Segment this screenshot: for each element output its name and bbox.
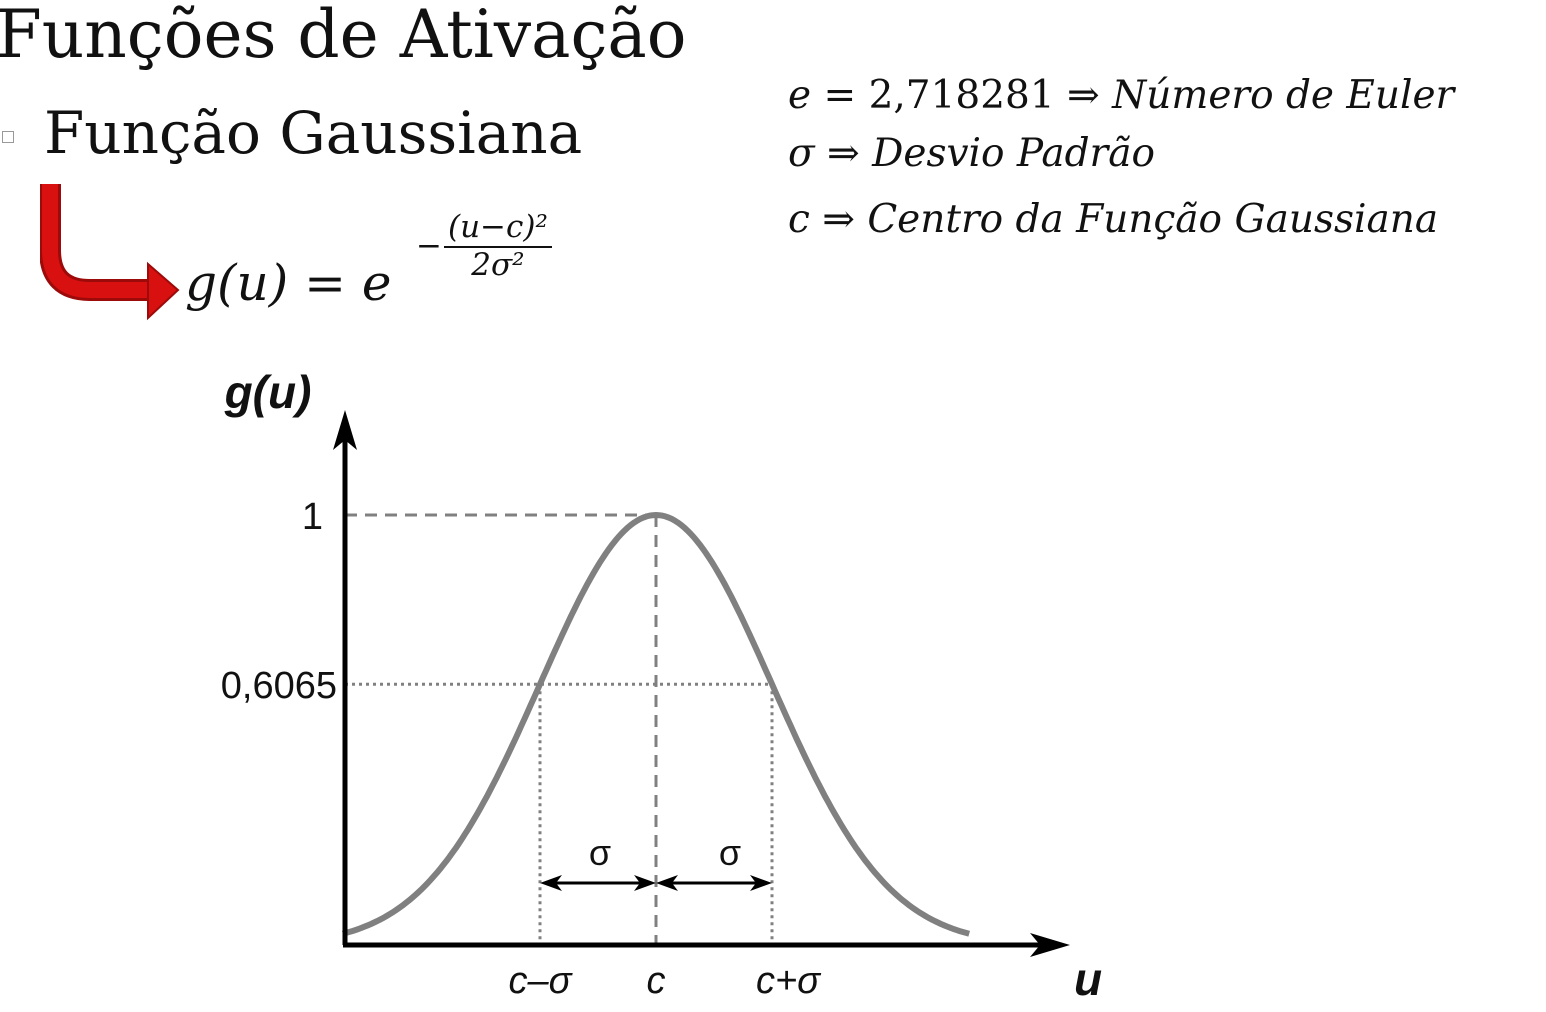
definition-sigma: σ ⇒ Desvio Padrão (788, 134, 1155, 173)
definition-relation: ⇒ (814, 131, 873, 176)
bullet-icon (2, 131, 14, 143)
y-tick-label-1: 1 (302, 496, 323, 538)
right-sigma-label: σ (719, 832, 741, 873)
definition-symbol: σ (788, 131, 815, 176)
left-sigma-arrow-left-head (540, 875, 562, 891)
gaussian-formula: g(u) = e (185, 258, 392, 308)
exponent-denominator: 2σ² (471, 246, 525, 283)
y-axis-title: g(u) (224, 366, 312, 418)
slide-subtitle: Função Gaussiana (44, 99, 583, 167)
definition-symbol: e (788, 73, 812, 118)
x-tick-label: c+σ (756, 960, 822, 1002)
gaussian-curve (341, 512, 971, 937)
x-tick-label: c–σ (508, 960, 573, 1002)
definition-meaning: Número de Euler (1112, 73, 1455, 118)
definition-symbol: c (788, 197, 810, 242)
x-tick-label: c (647, 960, 666, 1002)
exponent-sign: − (416, 228, 442, 265)
slide-title: Funções de Ativação (0, 0, 687, 73)
definition-relation: ⇒ (809, 197, 868, 242)
y-axis-arrowhead (333, 410, 357, 450)
definition-relation: = 2,718281 ⇒ (811, 73, 1113, 118)
left-sigma-arrow-right-head (634, 875, 656, 891)
left-sigma-label: σ (589, 832, 611, 873)
curved-arrow-icon (40, 184, 180, 321)
right-sigma-arrow-right-head (750, 875, 772, 891)
x-axis-arrowhead (1030, 933, 1070, 957)
right-sigma-arrow-left-head (656, 875, 678, 891)
exponent-numerator: (u−c)² (443, 211, 552, 248)
formula-lhs: g(u) = e (185, 254, 392, 312)
definition-euler: e = 2,718281 ⇒ Número de Euler (788, 76, 1454, 115)
definition-meaning: Centro da Função Gaussiana (867, 197, 1439, 242)
x-axis-title: u (1074, 953, 1102, 1005)
definition-center: c ⇒ Centro da Função Gaussiana (788, 200, 1438, 239)
y-tick-label-06065: 0,6065 (221, 665, 337, 707)
definition-meaning: Desvio Padrão (872, 131, 1155, 176)
